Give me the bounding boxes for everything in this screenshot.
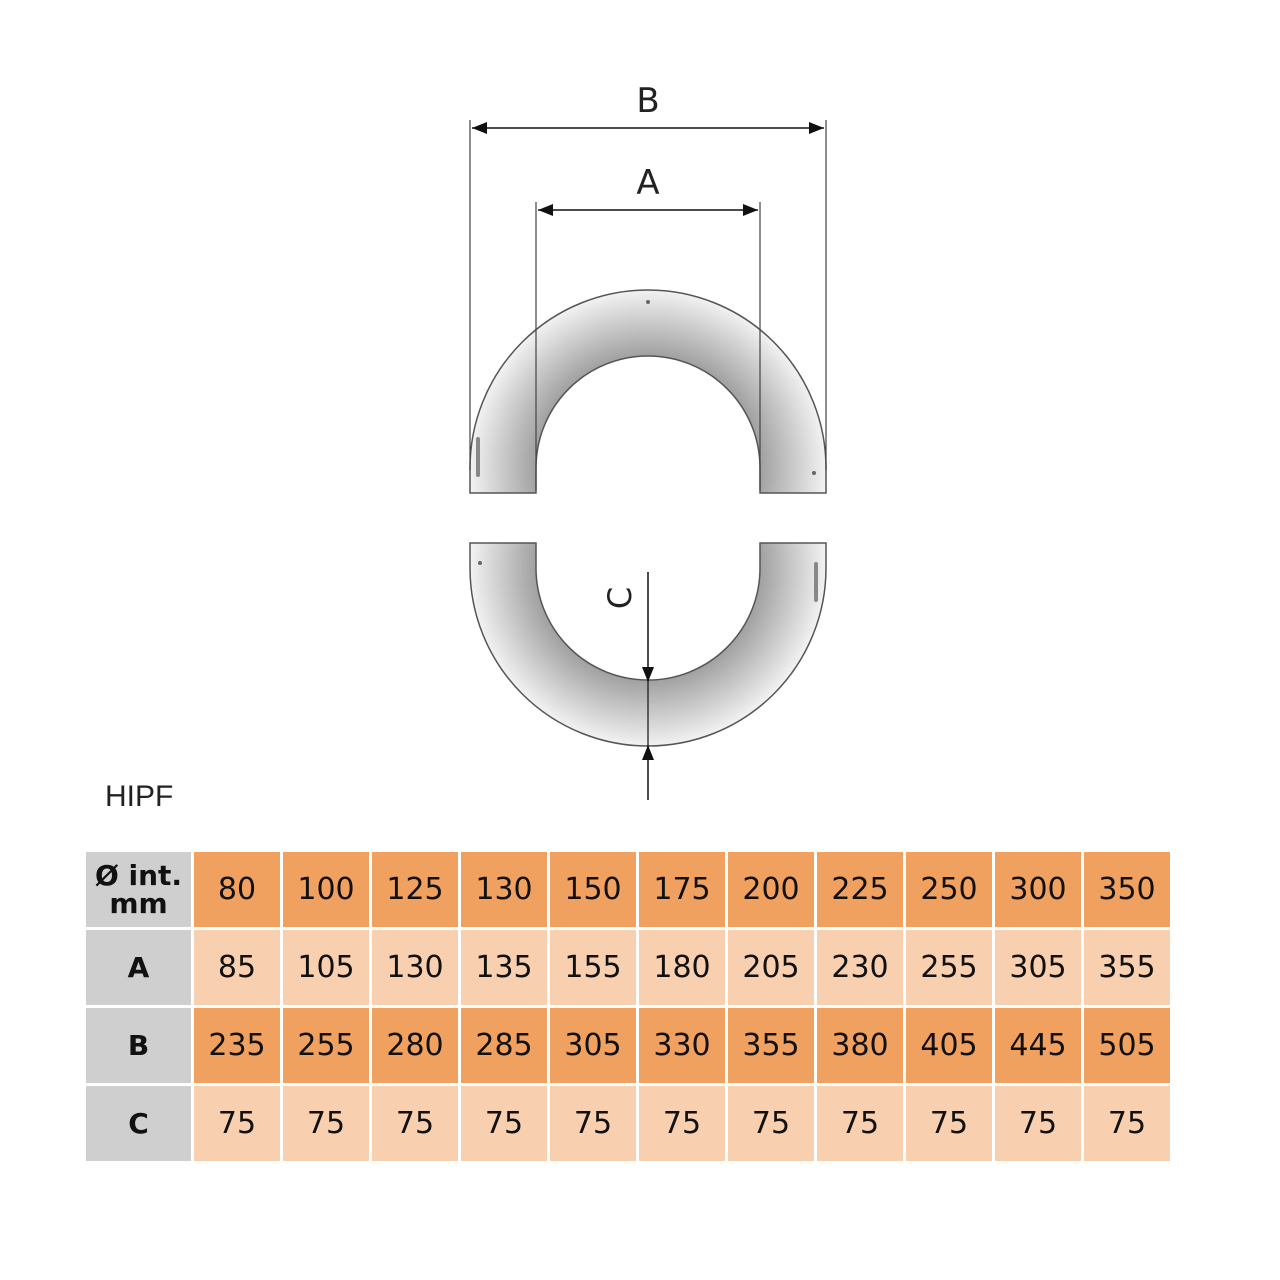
row-header: C [86, 1086, 191, 1161]
row-header: Ø int.mm [86, 852, 191, 927]
table-cell: 80 [194, 852, 280, 927]
table-cell: 130 [372, 930, 458, 1005]
table-cell: 125 [372, 852, 458, 927]
table-cell: 75 [639, 1086, 725, 1161]
label-a: A [636, 163, 659, 203]
table-cell: 230 [817, 930, 903, 1005]
table-cell: 75 [817, 1086, 903, 1161]
table-cell: 355 [728, 1008, 814, 1083]
top-half-ring [469, 289, 827, 494]
table-cell: 285 [461, 1008, 547, 1083]
table-cell: 305 [550, 1008, 636, 1083]
table-cell: 330 [639, 1008, 725, 1083]
row-header-line: B [127, 1028, 150, 1062]
table-cell: 75 [550, 1086, 636, 1161]
table-cell: 250 [906, 852, 992, 927]
table-cell: 255 [906, 930, 992, 1005]
table-cell: 155 [550, 930, 636, 1005]
table-cell: 225 [817, 852, 903, 927]
row-header-line: C [128, 1106, 149, 1140]
table-cell: 305 [995, 930, 1081, 1005]
row-header-line: A [127, 950, 150, 984]
table-cell: 180 [639, 930, 725, 1005]
label-b: B [636, 81, 659, 121]
table-cell: 355 [1084, 930, 1170, 1005]
table-cell: 200 [728, 852, 814, 927]
table-cell: 75 [906, 1086, 992, 1161]
row-header: A [86, 930, 191, 1005]
row-header-line: mm [109, 886, 168, 920]
table-cell: 380 [817, 1008, 903, 1083]
table-cell: 205 [728, 930, 814, 1005]
table-cell: 75 [461, 1086, 547, 1161]
product-title: HIPF [105, 780, 174, 813]
table-cell: 135 [461, 930, 547, 1005]
row-header: B [86, 1008, 191, 1083]
table-cell: 75 [728, 1086, 814, 1161]
table-cell: 105 [283, 930, 369, 1005]
label-c: C [601, 587, 639, 609]
table-cell: 235 [194, 1008, 280, 1083]
table-cell: 75 [283, 1086, 369, 1161]
table-cell: 445 [995, 1008, 1081, 1083]
row-header-line: Ø int. [94, 858, 183, 892]
table-cell: 130 [461, 852, 547, 927]
table-cell: 75 [1084, 1086, 1170, 1161]
table-cell: 100 [283, 852, 369, 927]
table-cell: 75 [194, 1086, 280, 1161]
table-cell: 280 [372, 1008, 458, 1083]
table-cell: 255 [283, 1008, 369, 1083]
table-cell: 150 [550, 852, 636, 927]
table-cell: 75 [995, 1086, 1081, 1161]
table-cell: 505 [1084, 1008, 1170, 1083]
table-cell: 75 [372, 1086, 458, 1161]
table-cell: 175 [639, 852, 725, 927]
table-cell: 350 [1084, 852, 1170, 927]
table-cell: 85 [194, 930, 280, 1005]
bottom-half-ring [469, 542, 827, 747]
table-cell: 405 [906, 1008, 992, 1083]
half-ring-diagram: B A C [469, 81, 827, 800]
table-cell: 300 [995, 852, 1081, 927]
